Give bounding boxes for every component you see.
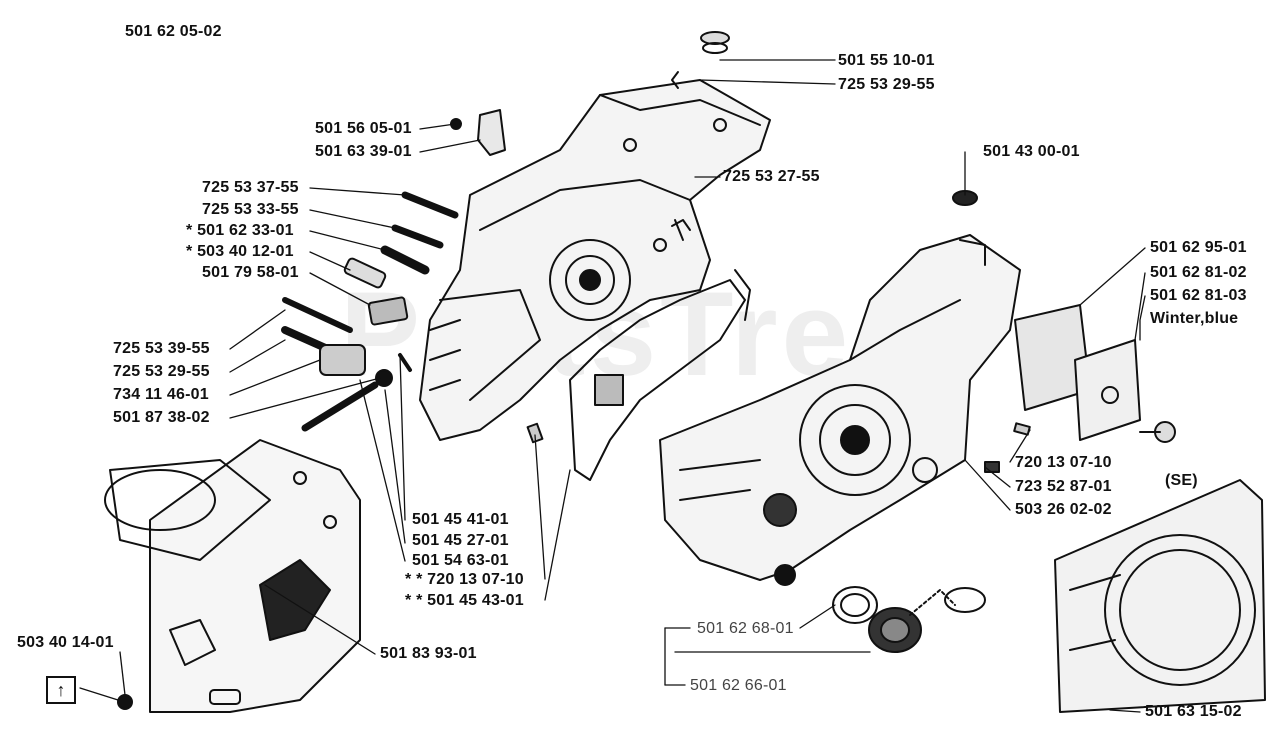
part-label[interactable]: * * 501 45 43-01: [405, 592, 524, 609]
crankcase-left-half: [419, 79, 771, 441]
part-label[interactable]: 723 52 87-01: [1015, 478, 1112, 495]
top-bolt-stack: [671, 31, 730, 89]
part-label[interactable]: 501 56 05-01: [315, 120, 412, 137]
part-note: (SE): [1165, 472, 1198, 489]
part-label[interactable]: 501 54 63-01: [412, 552, 509, 569]
bolts-left: [281, 191, 459, 432]
clip-part: [450, 109, 506, 156]
filler-caps: [832, 586, 986, 653]
part-label[interactable]: 501 43 00-01: [983, 143, 1080, 160]
part-label[interactable]: 734 11 46-01: [113, 386, 209, 403]
arrow-up-icon: ↑: [46, 676, 76, 704]
part-label[interactable]: 720 13 07-10: [1015, 454, 1112, 471]
part-label[interactable]: 501 62 68-01: [697, 620, 794, 637]
crankcase-right-half: [659, 190, 1021, 586]
part-label[interactable]: 501 83 93-01: [380, 645, 477, 662]
gasket: [526, 269, 751, 481]
part-label[interactable]: 501 79 58-01: [202, 264, 299, 281]
part-label[interactable]: 501 62 81-02: [1150, 264, 1247, 281]
part-label[interactable]: 501 55 10-01: [838, 52, 935, 69]
part-label[interactable]: 725 53 27-55: [723, 168, 820, 185]
part-label[interactable]: 725 53 29-55: [113, 363, 210, 380]
part-label[interactable]: 501 63 39-01: [315, 143, 412, 160]
part-label[interactable]: 501 63 15-02: [1145, 703, 1242, 720]
diagram-title: 501 62 05-02: [125, 23, 222, 40]
part-label[interactable]: 503 40 14-01: [17, 634, 114, 651]
part-label[interactable]: 725 53 37-55: [202, 179, 299, 196]
part-label[interactable]: 503 26 02-02: [1015, 501, 1112, 518]
part-label[interactable]: 501 45 41-01: [412, 511, 509, 528]
part-label[interactable]: * * 720 13 07-10: [405, 571, 524, 588]
part-label[interactable]: * 501 62 33-01: [186, 222, 294, 239]
part-label[interactable]: 501 62 81-03: [1150, 287, 1247, 304]
part-note: Winter,blue: [1150, 310, 1239, 327]
fuel-tank: [104, 439, 361, 713]
part-label[interactable]: 501 62 66-01: [690, 677, 787, 694]
leader-lines: [79, 59, 1146, 713]
part-label[interactable]: * 503 40 12-01: [186, 243, 294, 260]
part-label[interactable]: 501 45 27-01: [412, 532, 509, 549]
part-label[interactable]: 501 62 95-01: [1150, 239, 1247, 256]
part-label[interactable]: 725 53 33-55: [202, 201, 299, 218]
filter-plates: [984, 304, 1176, 473]
part-label[interactable]: 725 53 29-55: [838, 76, 935, 93]
fan-cover: [1054, 479, 1266, 713]
part-label[interactable]: 501 87 38-02: [113, 409, 210, 426]
part-label[interactable]: 725 53 39-55: [113, 340, 210, 357]
